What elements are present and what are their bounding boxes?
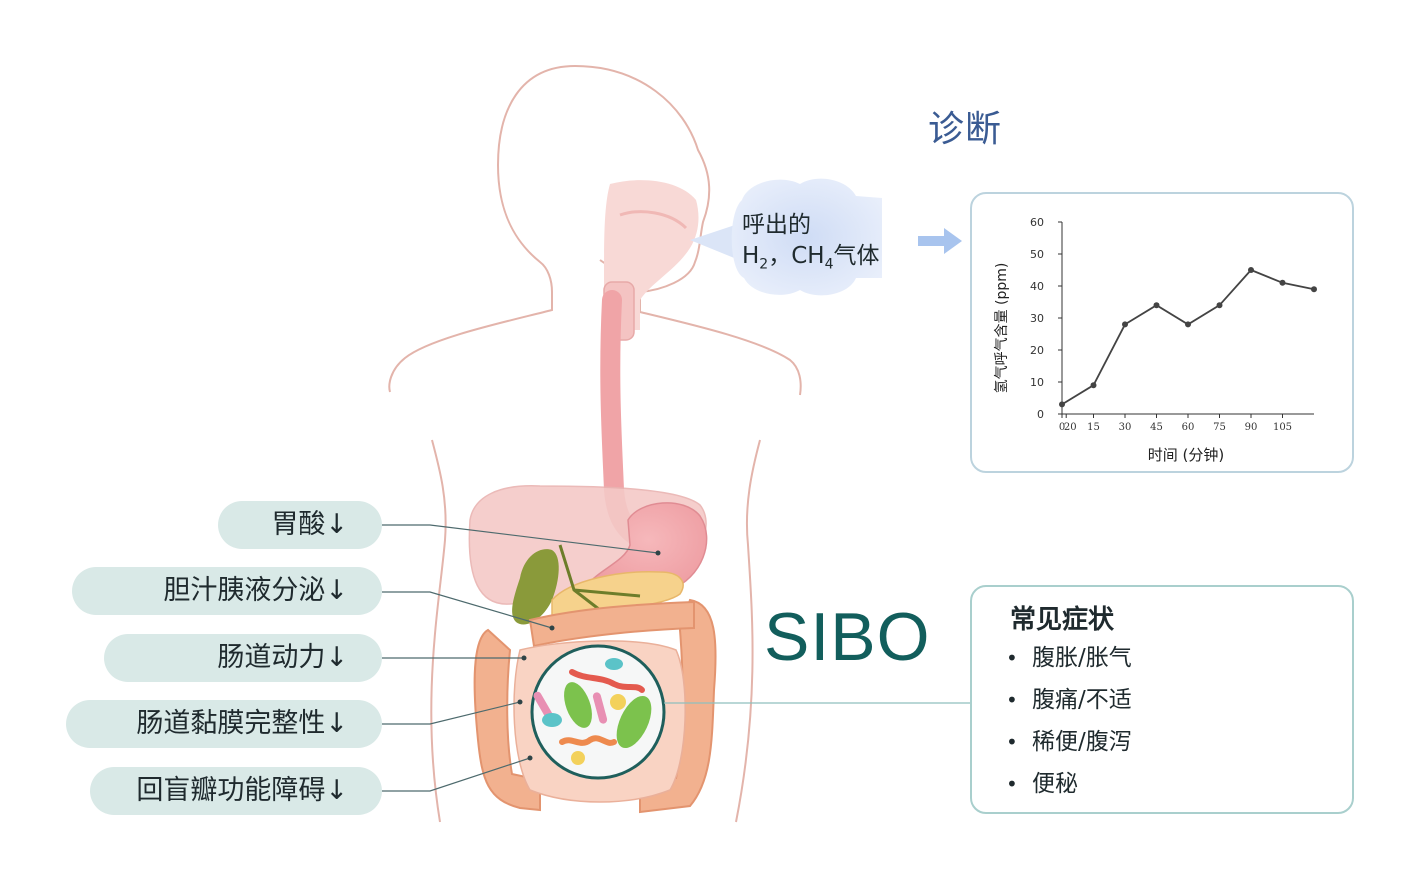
bullet-dot: • bbox=[1006, 730, 1018, 754]
bullet-dot: • bbox=[1006, 688, 1018, 712]
symptom-text: 便秘 bbox=[1032, 771, 1078, 797]
bullet-dot: • bbox=[1006, 646, 1018, 670]
factor-gut-motility: 肠道动力↓ bbox=[104, 634, 382, 682]
symptom-item: • 稀便/腹泻 bbox=[1006, 727, 1132, 769]
sibo-label: SIBO bbox=[764, 599, 931, 675]
body-outline bbox=[388, 65, 802, 823]
symptoms-title: 常见症状 bbox=[1010, 605, 1115, 635]
gallbladder bbox=[512, 549, 559, 625]
gas-sep: ， bbox=[768, 243, 792, 269]
data-point bbox=[1059, 401, 1065, 408]
y-tick-label: 10 bbox=[1030, 376, 1044, 389]
y-tick-label: 0 bbox=[1037, 408, 1044, 421]
gas-h: H bbox=[742, 243, 760, 269]
y-tick-label: 60 bbox=[1030, 216, 1044, 229]
symptom-item: • 便秘 bbox=[1006, 769, 1132, 811]
data-point bbox=[1090, 382, 1097, 389]
gas-ch-sub: 4 bbox=[824, 256, 834, 273]
bacteria-zoom-icon bbox=[530, 644, 666, 780]
data-point bbox=[1122, 321, 1128, 328]
symptom-text: 腹胀/胀气 bbox=[1032, 645, 1132, 671]
large-intestine bbox=[473, 598, 717, 814]
x-tick-label: 105 bbox=[1273, 422, 1292, 433]
factor-mucosal-integrity: 肠道黏膜完整性↓ bbox=[66, 700, 382, 748]
factor-bile-pancreatic: 胆汁胰液分泌↓ bbox=[72, 567, 382, 615]
data-point bbox=[1185, 321, 1191, 328]
gas-tail: 气体 bbox=[833, 243, 880, 269]
y-tick-label: 50 bbox=[1030, 248, 1044, 261]
data-point bbox=[1153, 302, 1160, 309]
breath-cloud bbox=[690, 178, 882, 296]
symptom-item: • 腹痛/不适 bbox=[1006, 685, 1132, 727]
factor-ileocecal-valve: 回盲瓣功能障碍↓ bbox=[90, 767, 382, 815]
hydrogen-series-line bbox=[1061, 268, 1315, 406]
exhaled-gas-label: 呼出的 H2，CH4气体 bbox=[742, 210, 880, 281]
x-axis-label: 时间 (分钟) bbox=[1148, 446, 1224, 464]
symptom-text: 稀便/腹泻 bbox=[1032, 729, 1132, 755]
data-point bbox=[1279, 279, 1286, 286]
gas-ch: CH bbox=[791, 243, 825, 269]
arrow-right-icon bbox=[918, 228, 962, 254]
x-tick-label: 20 bbox=[1064, 422, 1077, 433]
data-point bbox=[1248, 267, 1254, 273]
x-tick-label: 75 bbox=[1213, 422, 1226, 433]
factor-stomach-acid: 胃酸↓ bbox=[218, 501, 382, 549]
symptom-text: 腹痛/不适 bbox=[1032, 687, 1132, 713]
exhaled-gas-line1: 呼出的 bbox=[742, 212, 811, 238]
data-point bbox=[1311, 286, 1317, 293]
symptom-item: • 腹胀/胀气 bbox=[1006, 643, 1132, 685]
exhaled-gas-line2: H2，CH4气体 bbox=[742, 241, 880, 281]
data-point bbox=[1216, 302, 1223, 309]
gas-h-sub: 2 bbox=[759, 256, 769, 273]
x-tick-label: 45 bbox=[1150, 422, 1163, 433]
y-tick-label: 40 bbox=[1030, 280, 1044, 293]
diagnosis-title: 诊断 bbox=[928, 109, 1003, 150]
y-tick-label: 20 bbox=[1030, 344, 1044, 357]
bullet-dot: • bbox=[1006, 772, 1018, 796]
symptoms-panel: 常见症状 • 腹胀/胀气 • 腹痛/不适 • 稀便/腹泻 • 便秘 bbox=[970, 585, 1354, 814]
x-tick-label: 90 bbox=[1245, 422, 1258, 433]
y-tick-label: 30 bbox=[1030, 312, 1044, 325]
y-axis-label: 氢气呼气含量 (ppm) bbox=[994, 263, 1010, 394]
x-tick-label: 60 bbox=[1182, 422, 1195, 433]
x-tick-label: 15 bbox=[1087, 422, 1100, 433]
connector-lines bbox=[382, 524, 970, 792]
x-tick-label: 30 bbox=[1119, 422, 1132, 433]
symptom-list: • 腹胀/胀气 • 腹痛/不适 • 稀便/腹泻 • 便秘 bbox=[1006, 643, 1132, 811]
x-tick-label: 0 bbox=[1059, 422, 1065, 433]
